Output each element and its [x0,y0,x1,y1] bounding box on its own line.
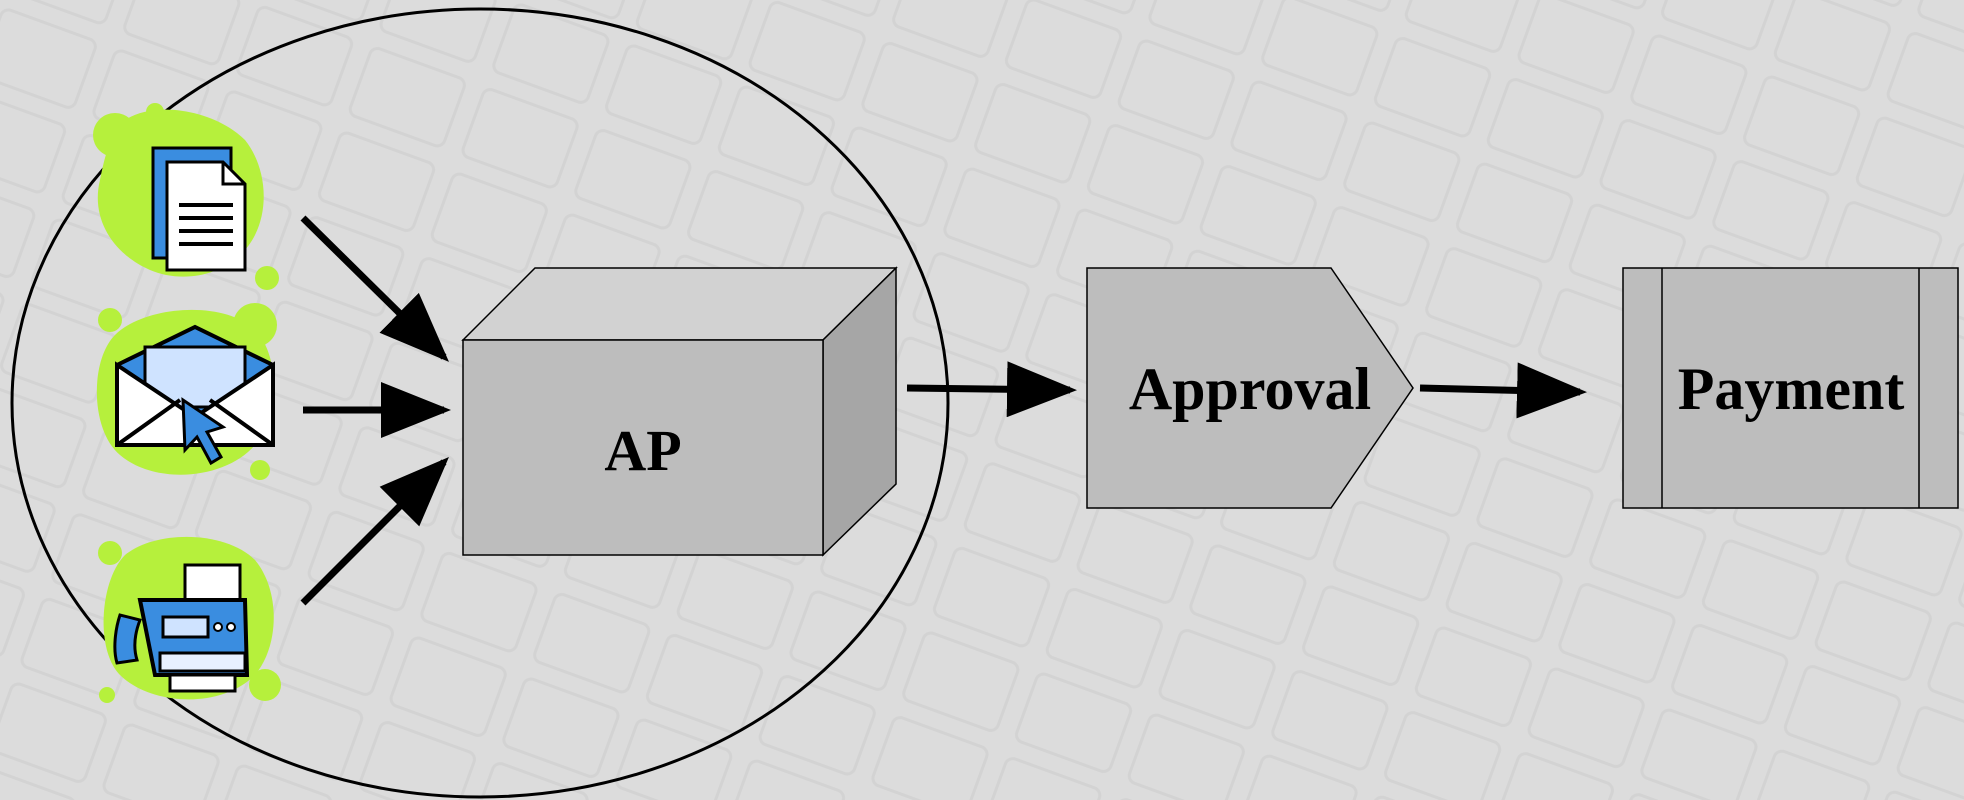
input-group-oval [10,7,950,799]
fax-machine-icon [98,536,281,703]
email-icon [96,303,277,480]
arrow-fax-to-ap [300,457,449,606]
approval-node: Approval [1086,267,1414,509]
document-icon [93,103,279,290]
ap-label: AP [604,418,681,483]
payment-node: Payment [1622,267,1959,509]
ap-node: AP [461,266,898,557]
arrow-ap-to-approval [906,361,1077,418]
arrow-approval-to-payment [1419,362,1587,419]
payment-label: Payment [1678,356,1905,422]
arrow-document-to-ap [300,215,449,362]
approval-label: Approval [1129,356,1371,422]
